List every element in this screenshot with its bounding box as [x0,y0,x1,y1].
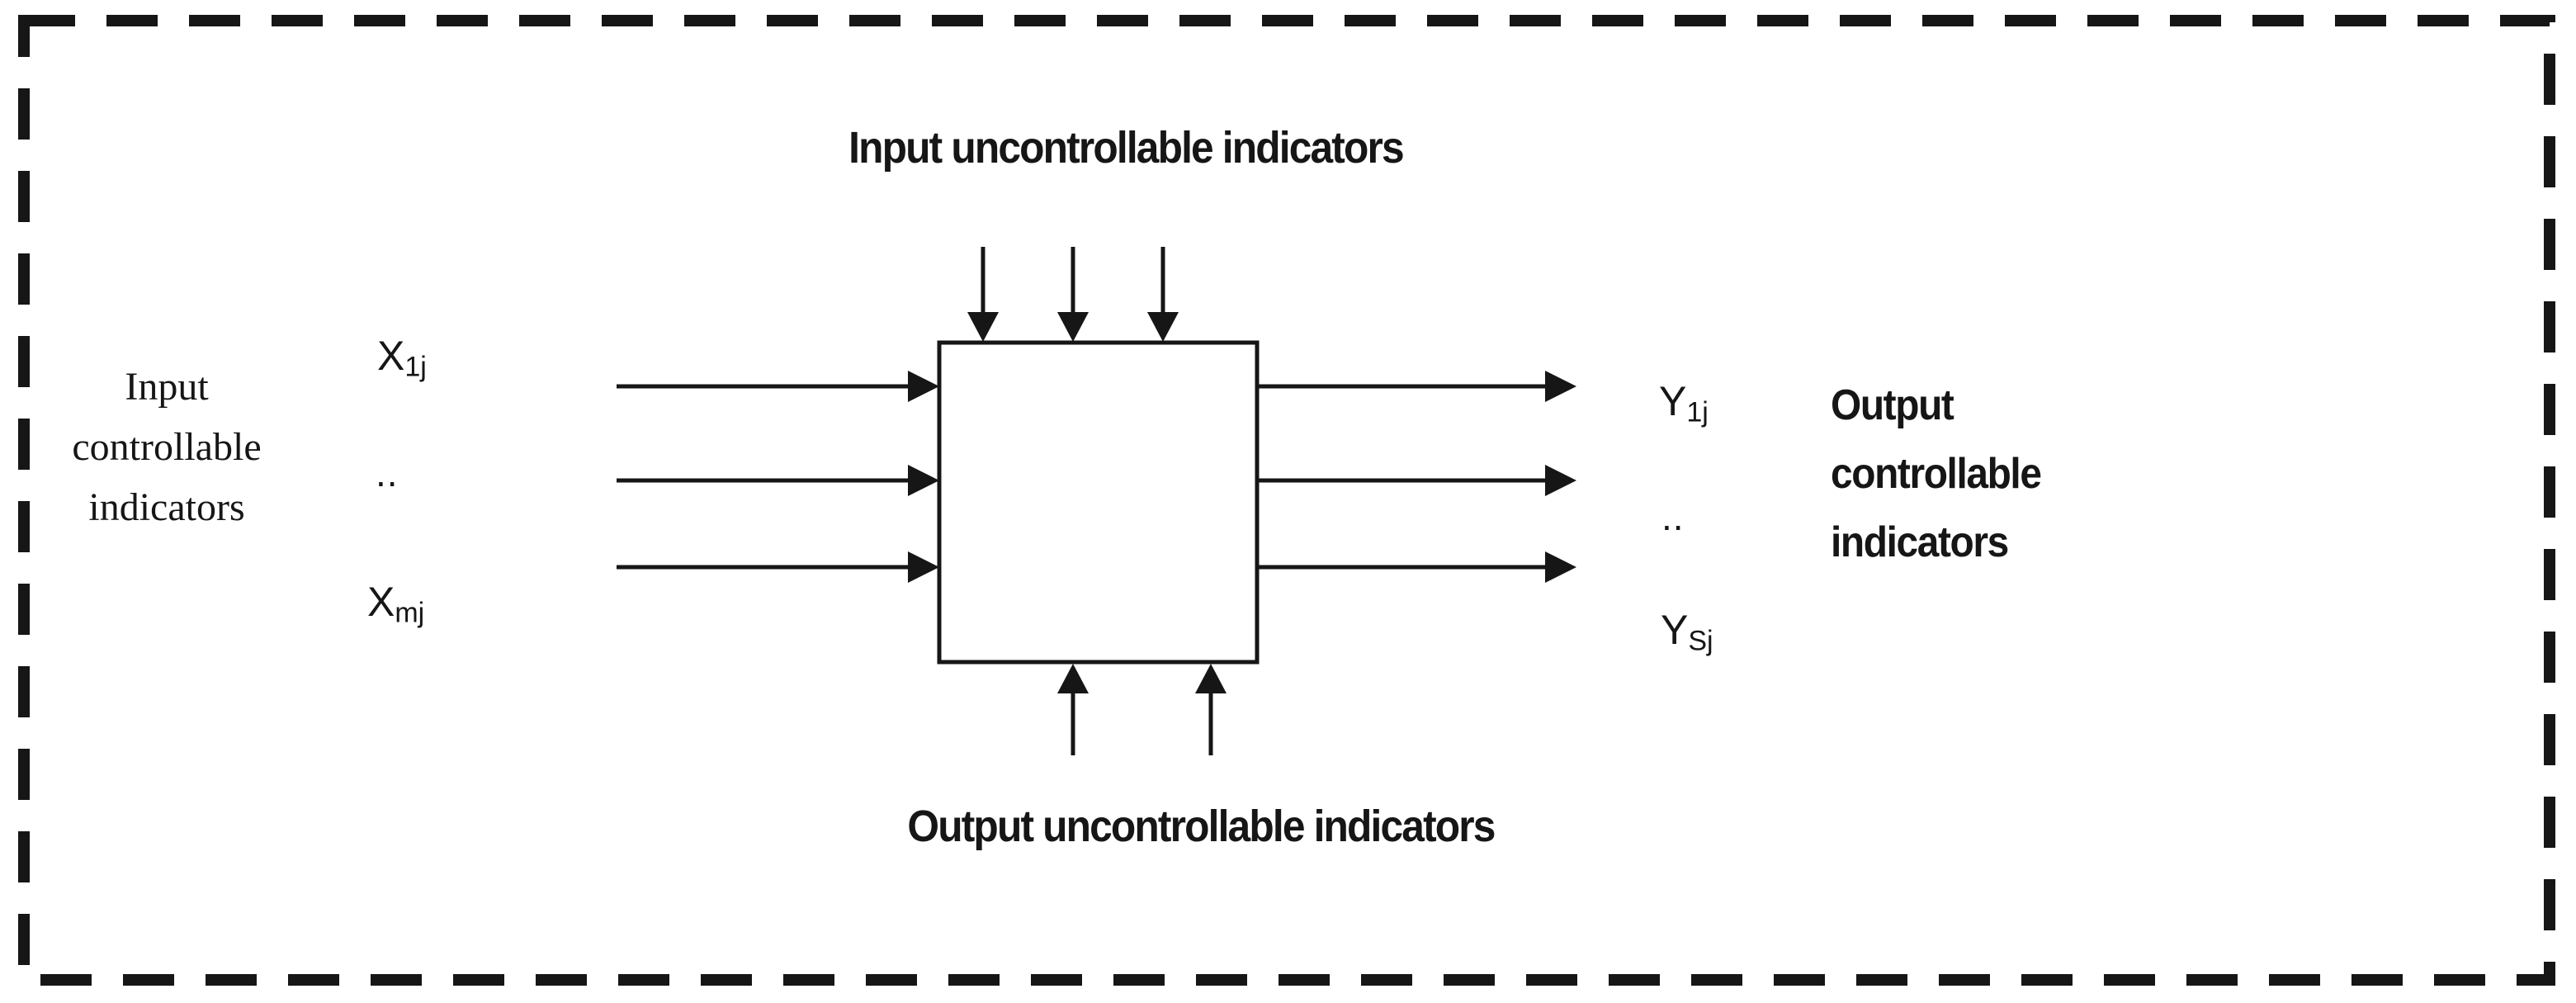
controllable-input-arrow-2 [617,465,939,496]
input-variable-first-subscript: 1j [404,351,427,383]
left-caption-line-2: controllable [72,425,262,469]
input-variables-ellipsis: .. [376,452,399,494]
uncontrollable-output-arrow-2 [1195,664,1227,755]
output-variable-last: YSj [1661,609,1713,655]
right-caption-line-3: indicators [1831,518,2009,566]
output-variable-last-base: Y [1661,607,1689,653]
controllable-output-arrow-3 [1259,551,1576,583]
output-variable-last-subscript: Sj [1688,625,1713,657]
controllable-input-arrow-3 [617,551,939,583]
bottom-title: Output uncontrollable indicators [907,802,1496,851]
left-caption-line-3: indicators [88,485,245,529]
uncontrollable-input-arrow-3 [1147,247,1179,342]
output-variable-first-base: Y [1659,378,1687,424]
uncontrollable-input-arrow-1 [967,247,999,342]
controllable-input-arrow-1 [617,371,939,402]
right-caption: Output controllable indicators [1831,371,2042,577]
input-variable-last-subscript: mj [395,597,425,629]
output-variable-first-subscript: 1j [1686,396,1709,428]
dashed-border-frame [18,15,2555,986]
input-variable-first-base: X [377,333,405,379]
right-caption-line-2: controllable [1831,450,2042,498]
input-variable-last: Xmj [367,581,424,627]
process-box [937,340,1260,665]
left-caption-line-1: Input [125,365,209,409]
controllable-output-arrow-1 [1259,371,1576,402]
uncontrollable-input-arrow-2 [1057,247,1089,342]
left-caption: Input controllable indicators [72,357,261,537]
input-variable-last-base: X [367,579,395,625]
output-variable-first: Y1j [1659,381,1709,426]
uncontrollable-output-arrow-1 [1057,664,1089,755]
top-title: Input uncontrollable indicators [848,123,1404,173]
right-caption-line-1: Output [1831,381,1954,429]
controllable-output-arrow-2 [1259,465,1576,496]
output-variables-ellipsis: .. [1661,495,1685,538]
input-variable-first: X1j [377,335,427,381]
